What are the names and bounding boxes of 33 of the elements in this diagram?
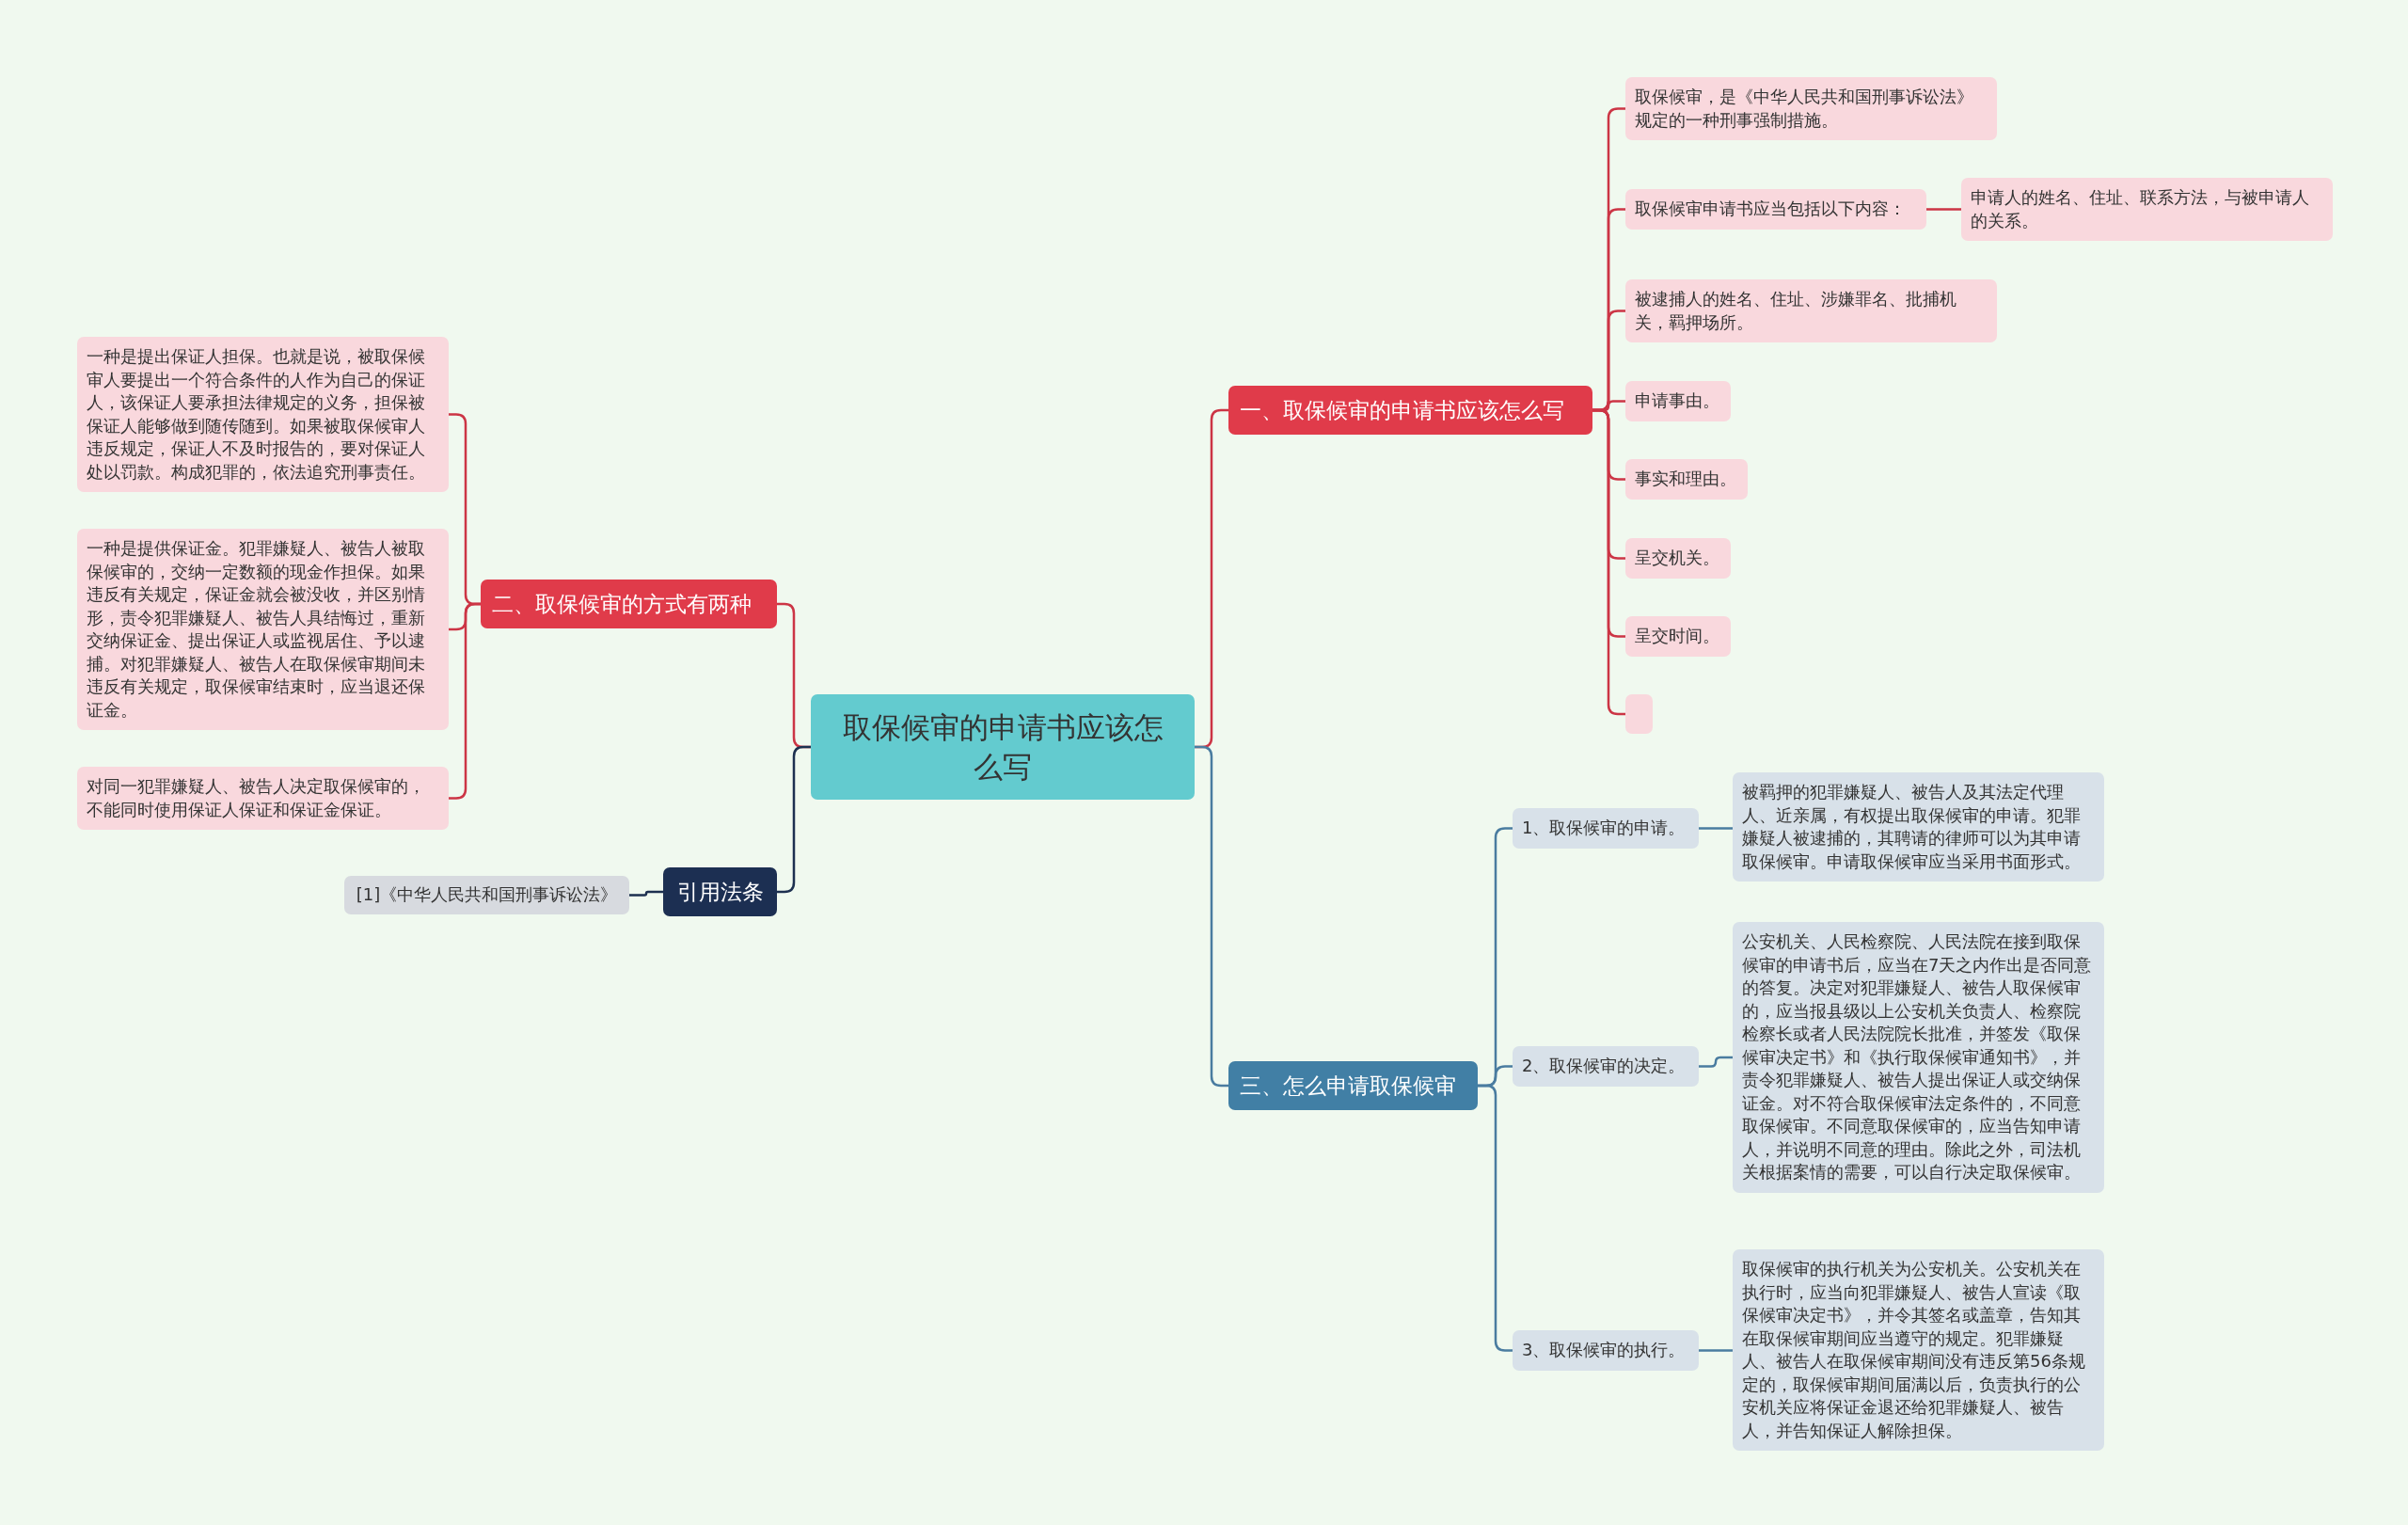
- connector-line: [1195, 745, 1228, 1088]
- connector-line: [449, 602, 481, 800]
- branch-topic: 一、取保候审的申请书应该怎么写: [1228, 386, 1592, 435]
- connector-line: [1926, 208, 1961, 211]
- topic-text-box: 公安机关、人民检察院、人民法院在接到取保候审的申请书后，应当在7天之内作出是否同意的答复。决定对犯罪嫌疑人、被告人取保候审的，应当报县级以上公安机关负责人、检察院检察长或者人民法院院长批准，并签发《取保候审决定书》和《执行取保候审通知书》，并责令犯罪嫌疑人、被告人提出保证人或交纳保证金。对不符合取保候审法定条件的，不同意取保候审。不同意取保候审的，应当告知申请人，并说明不同意的理由。除此之外，司法机关根据案情的需要，可以自行决定取保候审。: [1733, 922, 2104, 1193]
- topic-text-box: 取保候审申请书应当包括以下内容：: [1625, 189, 1926, 230]
- topic-text-box: 取保候审的执行机关为公安机关。公安机关在执行时，应当向犯罪嫌疑人、被告人宣读《取保候审决定书》，并令其签名或盖章，告知其在取保候审期间应当遵守的规定。犯罪嫌疑人、被告人在取保候审期间没有违反第56条规定的，取保候审期间届满以后，负责执行的公安机关应将保证金退还给犯罪嫌疑人、被告人，并告知保证人解除担保。: [1733, 1249, 2104, 1451]
- reference-box: [1]《中华人民共和国刑事诉讼法》: [344, 876, 629, 914]
- topic-text-box: 3、取保候审的执行。: [1513, 1330, 1699, 1371]
- connector-line: [1478, 1084, 1513, 1352]
- topic-text-box: 一种是提供保证金。犯罪嫌疑人、被告人被取保候审的，交纳一定数额的现金作担保。如果违反有关规定，保证金就会被没收，并区别情形，责令犯罪嫌疑人、被告人具结悔过，重新交纳保证金、提出保证人或监视居住、予以逮捕。对犯罪嫌疑人、被告人在取保候审期间未违反有关规定，取保候审结束时，应当退还保证金。: [77, 529, 449, 730]
- connector-line: [777, 745, 811, 894]
- connector-line: [629, 890, 663, 897]
- topic-text-box: 呈交机关。: [1625, 538, 1731, 579]
- central-topic: 取保候审的申请书应该怎么写: [811, 694, 1195, 800]
- topic-text-box: 一种是提出保证人担保。也就是说，被取保候审人要提出一个符合条件的人作为自己的保证人，该保证人要承担法律规定的义务，担保被保证人能够做到随传随到。如果被取保候审人违反规定，保证人不及时报告的，要对保证人处以罚款。构成犯罪的，依法追究刑事责任。: [77, 337, 449, 492]
- branch-topic: 三、怎么申请取保候审: [1228, 1061, 1478, 1110]
- topic-text-box: 申请人的姓名、住址、联系方法，与被申请人的关系。: [1961, 178, 2333, 241]
- branch-topic: 引用法条: [663, 867, 777, 916]
- topic-text-box: 事实和理由。: [1625, 459, 1748, 500]
- connector-line: [1699, 1349, 1733, 1352]
- topic-text-box: 被羁押的犯罪嫌疑人、被告人及其法定代理人、近亲属，有权提出取保候审的申请。犯罪嫌疑人被逮捕的，其聘请的律师可以为其申请取保候审。申请取保候审应当采用书面形式。: [1733, 772, 2104, 882]
- topic-text-box: 1、取保候审的申请。: [1513, 808, 1699, 849]
- topic-text-box: 取保候审，是《中华人民共和国刑事诉讼法》规定的一种刑事强制措施。: [1625, 77, 1997, 140]
- topic-text-box: 被逮捕人的姓名、住址、涉嫌罪名、批捕机关，羁押场所。: [1625, 279, 1997, 342]
- connector-line: [1699, 827, 1733, 830]
- topic-text-box: 呈交时间。: [1625, 616, 1731, 657]
- empty-topic-box: [1625, 694, 1653, 734]
- topic-text-box: 申请事由。: [1625, 381, 1731, 421]
- branch-topic: 二、取保候审的方式有两种: [481, 580, 777, 628]
- connector-line: [1699, 1056, 1733, 1068]
- topic-text-box: 对同一犯罪嫌疑人、被告人决定取保候审的，不能同时使用保证人保证和保证金保证。: [77, 767, 449, 830]
- topic-text-box: 2、取保候审的决定。: [1513, 1046, 1699, 1087]
